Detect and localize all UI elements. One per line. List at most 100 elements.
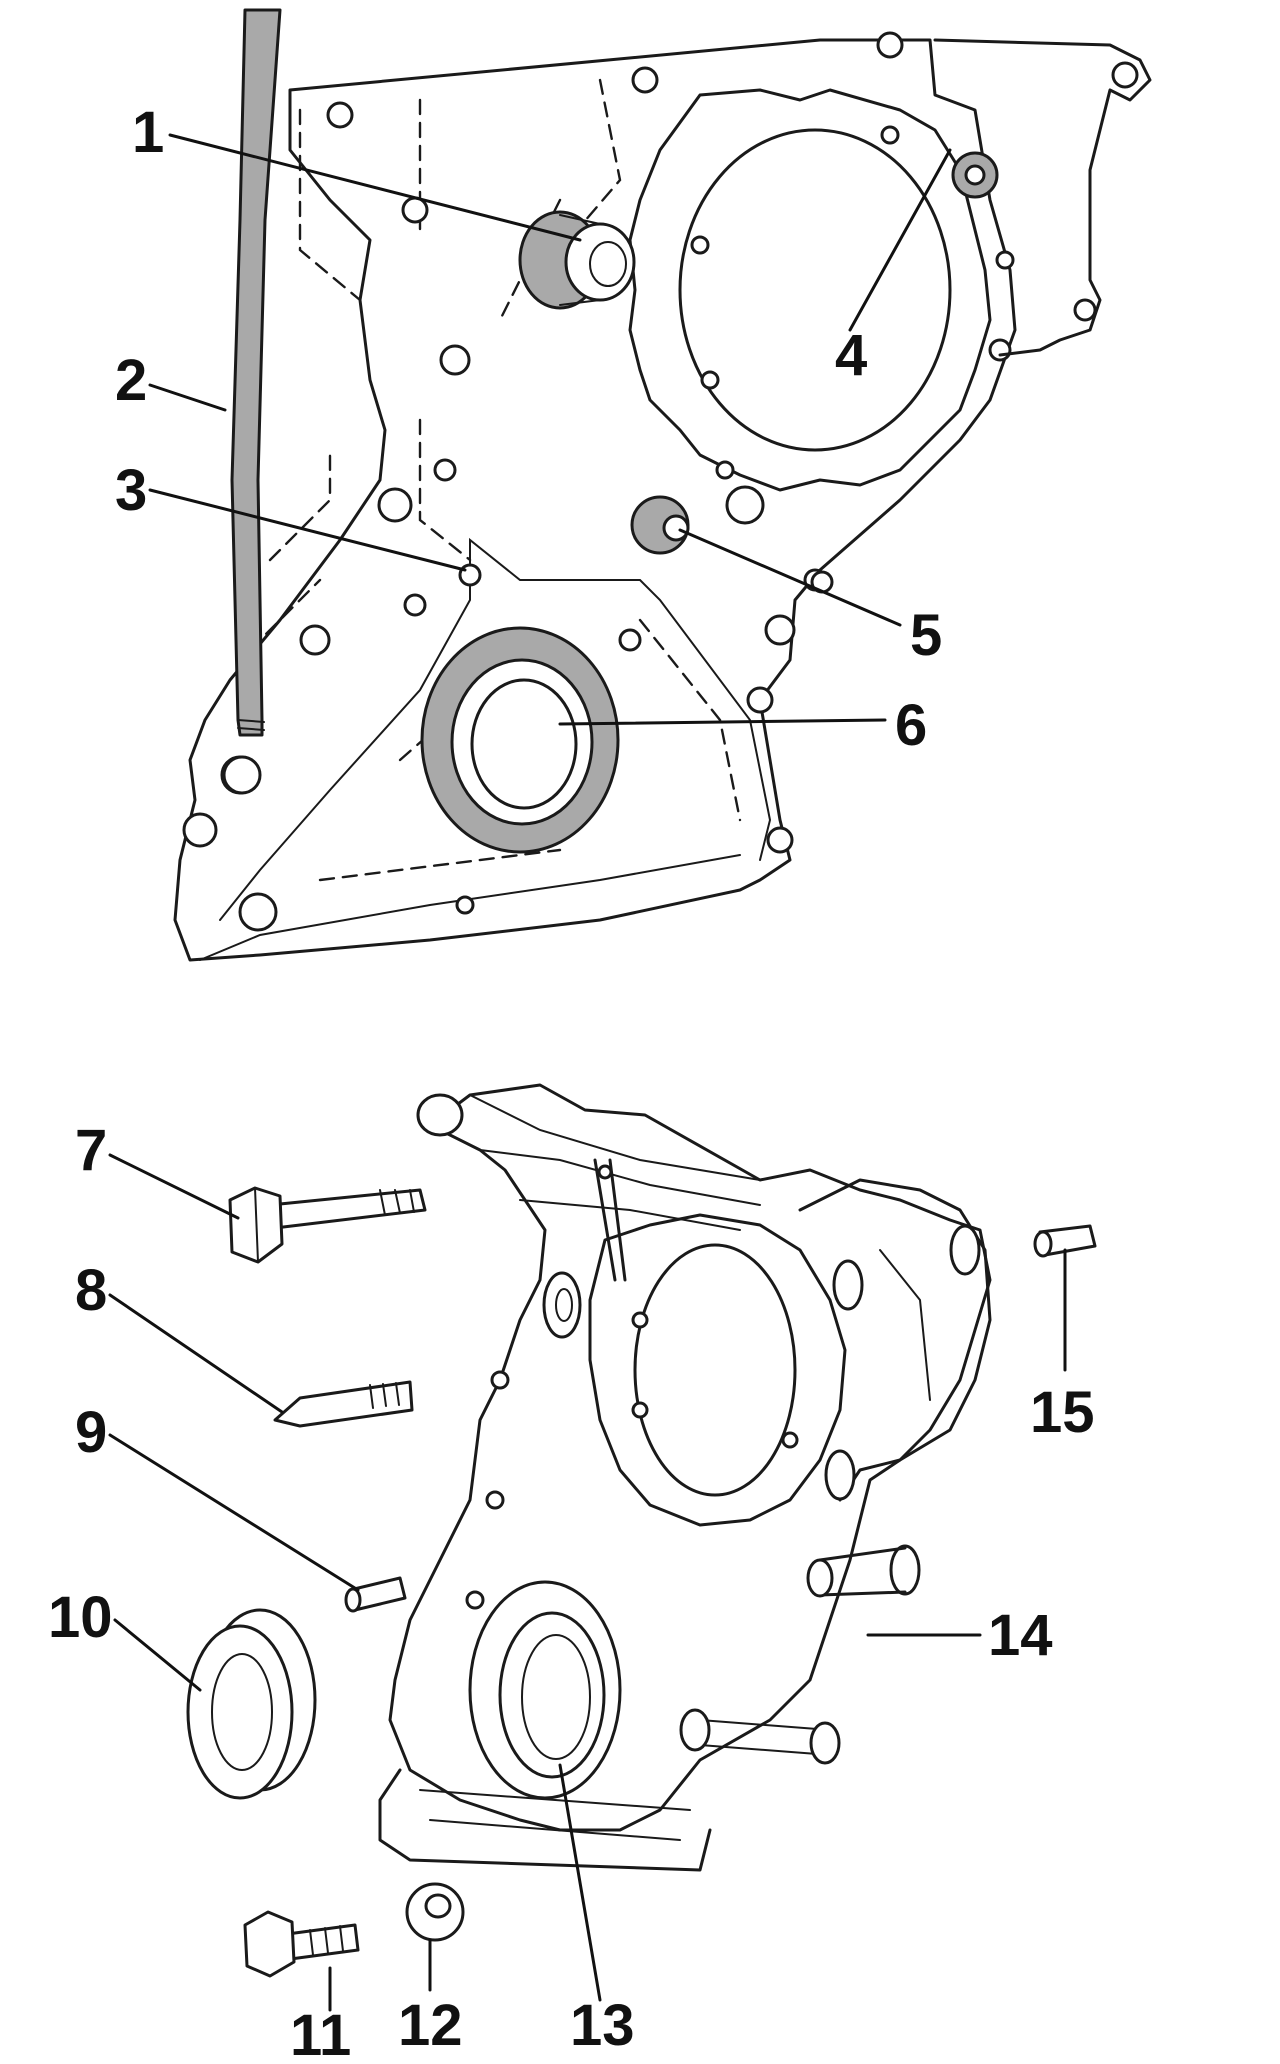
cover-rib-8 <box>318 848 562 882</box>
casing-boss-1 <box>832 1259 864 1311</box>
shaft-seal-1-body <box>564 222 636 302</box>
dipstick-tube-collar <box>237 719 265 731</box>
casing-boss-2 <box>949 1224 981 1276</box>
upper-opening-flange <box>628 88 992 492</box>
shaft-seal-1-bore <box>589 241 627 287</box>
callout-6: 6 <box>895 693 927 758</box>
leader-1 <box>168 133 582 242</box>
casing-boss-4 <box>889 1544 921 1596</box>
cover-bolt-hole <box>746 686 774 714</box>
callout-11: 11 <box>290 2003 351 2064</box>
callout-1: 1 <box>132 100 164 165</box>
stud-8 <box>273 1380 414 1428</box>
upper-bore-flange-bottom <box>588 1213 847 1527</box>
callout-3: 3 <box>115 458 147 523</box>
crank-bore-seal <box>498 1611 606 1779</box>
bolt-11-head <box>243 1910 296 1978</box>
plug-12-center <box>424 1893 452 1919</box>
callout-10: 10 <box>48 1585 113 1650</box>
cover-bolt-hole <box>715 460 735 480</box>
cover-bolt-hole <box>995 250 1015 270</box>
leader-3 <box>148 488 467 572</box>
bolt-7-thread <box>379 1189 415 1216</box>
cover-rib-7 <box>638 618 742 822</box>
cover-rib-10 <box>418 418 472 562</box>
leader-6 <box>558 718 887 726</box>
top-leaders <box>148 133 952 726</box>
cover-left-boss <box>542 1271 582 1339</box>
cover-bolt-hole <box>700 370 720 390</box>
cover-left-boss-hole <box>555 1288 573 1322</box>
crank-bore-outer <box>468 1580 622 1800</box>
cover-bracket-hole <box>597 1164 613 1180</box>
cover-dowel-rod-end <box>806 1558 834 1598</box>
cover-bolt-hole <box>401 196 429 224</box>
cover-bolt-hole <box>988 338 1012 362</box>
cover-side-casing <box>798 1178 992 1502</box>
leader-10 <box>113 1618 202 1692</box>
callout-12: 12 <box>398 1993 463 2058</box>
cover-rib-1 <box>298 108 362 302</box>
leader-5 <box>678 528 902 627</box>
cover-flange-top <box>219 537 772 921</box>
cover-bolt-hole <box>403 593 427 617</box>
cover-hole-small <box>485 1490 505 1510</box>
cover-hole-small <box>490 1370 510 1390</box>
crank-bore-inner <box>521 1634 591 1760</box>
cover-hole-small <box>631 1401 649 1419</box>
stud-8-body <box>273 1380 414 1428</box>
upper-bore-bottom <box>633 1243 797 1497</box>
cover-mount-bracket <box>933 38 1152 357</box>
casing-boss-3 <box>824 1449 856 1501</box>
bolt-7 <box>228 1186 427 1264</box>
cover-bolt-hole <box>766 826 794 854</box>
cover-bolt-hole <box>433 458 457 482</box>
cover-lower-rail <box>699 1719 831 1756</box>
callout-8: 8 <box>75 1258 107 1323</box>
cover-bolt-hole <box>455 895 475 915</box>
cover-bolt-hole <box>690 235 710 255</box>
shaft-seal-1-sleeve <box>559 214 601 306</box>
cover-top-rail-2 <box>519 1199 741 1231</box>
lower-rail-end-2 <box>809 1721 841 1765</box>
cover-bolt-hole <box>299 624 331 656</box>
dipstick-tube-mount <box>222 755 262 795</box>
cover-bolt-hole <box>439 344 471 376</box>
callout-13: 13 <box>570 1993 635 2058</box>
bolt-7-shank <box>268 1188 427 1230</box>
crankshaft-seal-6-bore <box>470 678 578 810</box>
callout-14: 14 <box>988 1603 1053 1668</box>
cover-rib-4 <box>268 448 332 562</box>
loose-parts <box>186 1186 1097 1978</box>
cover-base-rail-line <box>419 1789 691 1841</box>
callout-5: 5 <box>910 603 942 668</box>
callout-4: 4 <box>835 323 867 388</box>
callout-15: 15 <box>1030 1380 1095 1445</box>
dowel-15 <box>1033 1224 1097 1258</box>
cover-hole-small <box>465 1590 485 1610</box>
callout-labels: 1 2 3 4 5 6 7 8 9 10 11 12 13 14 15 <box>48 100 1095 2064</box>
timing-cover-bottom-view <box>378 1083 992 1872</box>
callout-7: 7 <box>75 1118 107 1183</box>
lower-rail-end <box>679 1708 711 1752</box>
cover-lug-top-left <box>416 1093 464 1137</box>
callout-9: 9 <box>75 1400 107 1465</box>
cover-bolt-hole <box>182 812 218 848</box>
cover-bracket-post <box>593 1158 627 1282</box>
seal-ring-10-bore <box>211 1653 273 1771</box>
seal-ring-10-front <box>186 1624 294 1800</box>
cover-bolt-hole <box>880 125 900 145</box>
cover-rib-5 <box>248 578 322 652</box>
cover-base-rail <box>378 1768 712 1872</box>
stud-8-thread <box>369 1382 400 1409</box>
bottom-leaders <box>108 1153 1067 2012</box>
cover-bolt-hole <box>238 892 278 932</box>
cover-hole-small <box>631 1311 649 1329</box>
cover-edge-lower <box>199 854 741 961</box>
cover-bolt-hole <box>618 628 642 652</box>
cover-side-casing-inner <box>879 1249 931 1401</box>
timing-cover-top-view <box>173 8 1152 962</box>
cover-bolt-hole <box>764 614 796 646</box>
seal-ring-10 <box>186 1608 317 1800</box>
